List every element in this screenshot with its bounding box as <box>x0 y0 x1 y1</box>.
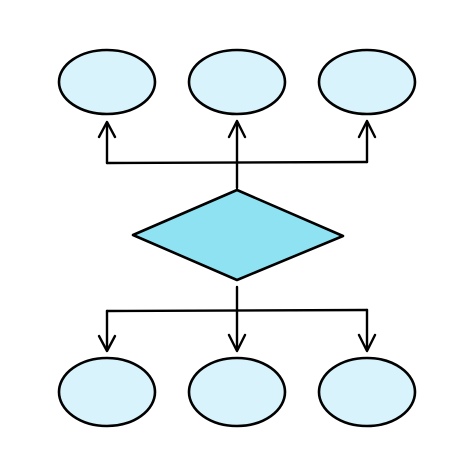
upper-connectors <box>97 119 377 190</box>
lower-connectors <box>97 285 377 353</box>
ellipse-bottom-right <box>317 356 417 428</box>
upper-horizontal-connector <box>105 160 369 165</box>
ellipse-bottom-center <box>187 356 287 428</box>
ellipse-top-right <box>317 48 417 116</box>
ellipse-top-center <box>187 48 287 116</box>
lower-horizontal-connector <box>105 308 369 313</box>
arrowhead-top-right <box>357 119 377 139</box>
arrowhead-top-center <box>227 119 247 139</box>
arrowhead-top-left <box>97 120 117 139</box>
top-row <box>57 48 417 116</box>
ellipse-bottom-left <box>57 356 157 428</box>
decision-diamond <box>131 188 345 282</box>
arrowhead-bottom-left <box>97 334 117 353</box>
ellipse-top-left <box>57 48 157 116</box>
bottom-row <box>57 356 417 428</box>
arrowhead-bottom-center <box>227 333 247 353</box>
arrowhead-bottom-right <box>357 333 377 353</box>
